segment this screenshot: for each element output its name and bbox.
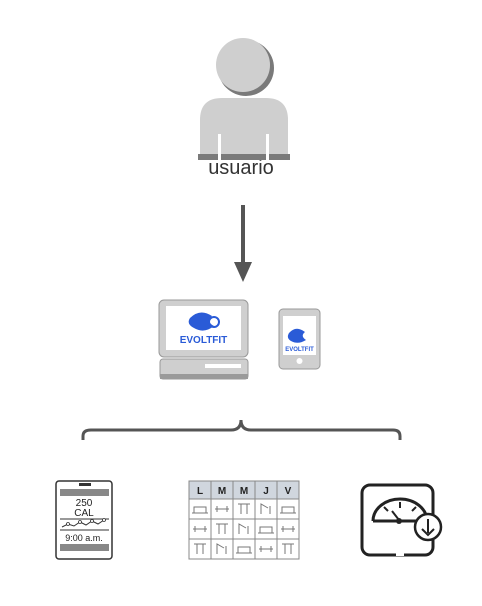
tracker-calories-value: 250 [76,498,93,509]
phone-logo: EVOLTFIT [285,328,314,353]
exercise-icon [192,506,208,514]
exercise-icon [215,506,229,512]
exercise-icon [238,523,249,534]
laptop-logo-text: EVOLTFIT [180,335,228,346]
exercise-icon [260,503,271,514]
user-label: usuario [208,157,274,179]
exercise-icon [259,546,273,552]
fitness-tracker-icon: 250 CAL 9:00 a.m. [55,480,113,560]
exercise-icon [193,526,207,532]
exercise-icon [236,546,252,554]
schedule-day-header: M [218,486,226,497]
tracker-calories-unit: CAL [74,508,94,519]
exercise-icon [258,526,274,534]
schedule-day-header: V [285,486,292,497]
exercise-icon [216,543,227,554]
tracker-time: 9:00 a.m. [65,533,103,543]
phone-logo-text: EVOLTFIT [285,347,314,353]
schedule-day-header: M [240,486,248,497]
schedule-day-header: J [263,486,269,497]
exercise-icon [238,503,250,514]
body-scale-gauge-icon [360,483,443,557]
schedule-day-header: L [197,486,203,497]
exercise-icon [216,523,228,534]
exercise-icon [282,543,294,554]
laptop-logo: EVOLTFIT [180,312,228,346]
exercise-icon [281,526,295,532]
curly-brace [81,419,402,440]
flow-arrow [234,205,252,282]
exercise-icon [194,543,206,554]
exercise-icon [280,506,296,514]
user-silhouette-icon [198,38,290,160]
